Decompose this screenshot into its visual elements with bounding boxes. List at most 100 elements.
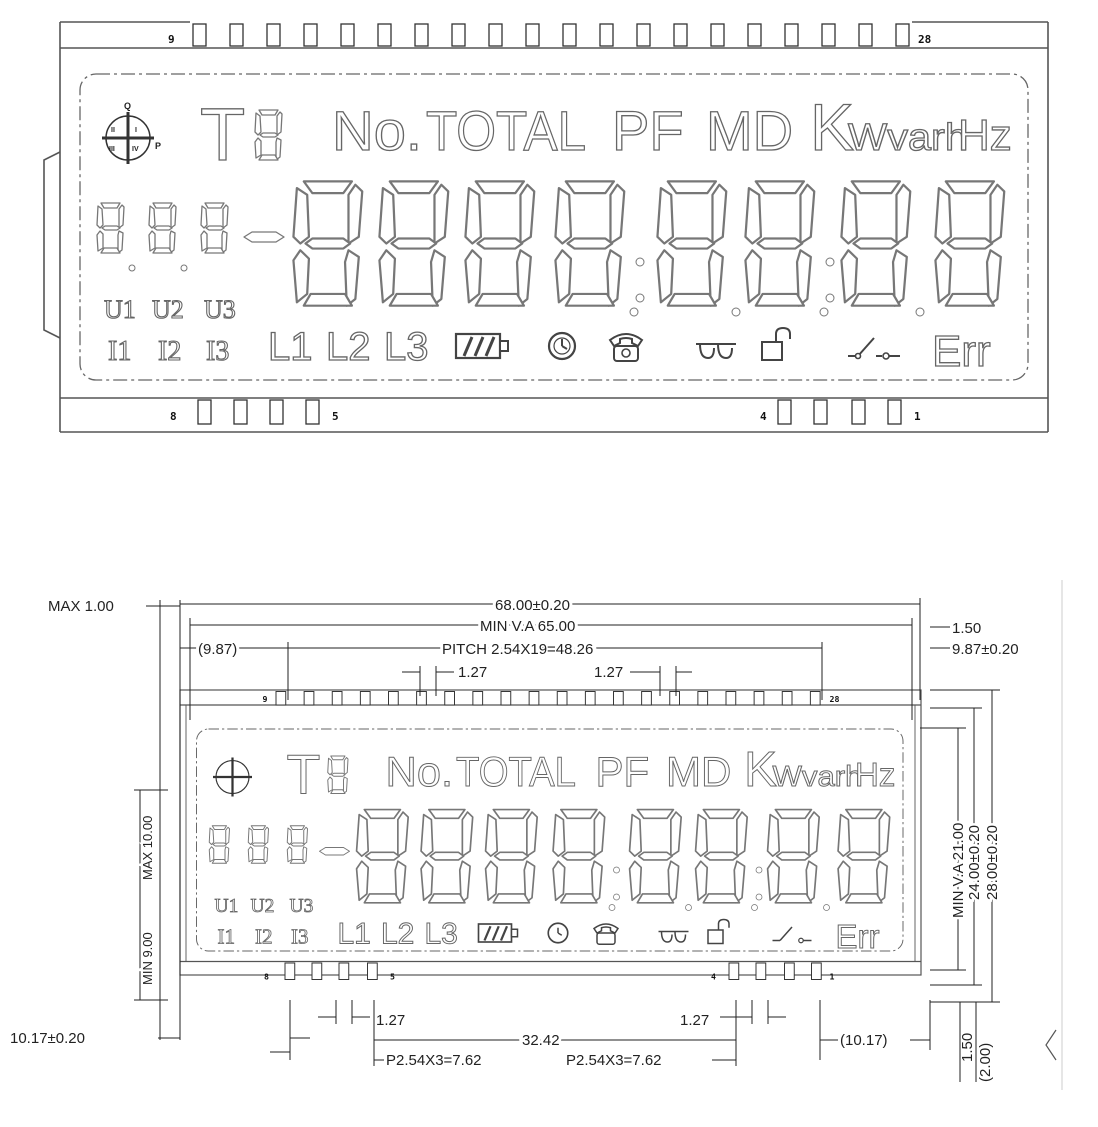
connector-pin bbox=[388, 691, 399, 706]
dim-pin-label-4: 4 bbox=[711, 972, 716, 982]
connector-pin bbox=[781, 691, 793, 706]
dim-max-thickness: MAX 1.00 bbox=[48, 598, 114, 615]
connector-pin bbox=[331, 691, 343, 706]
dim-pin-label-5: 5 bbox=[390, 972, 395, 982]
dim-no-label: No. bbox=[386, 748, 454, 795]
phone-icon bbox=[608, 333, 644, 362]
battery-icon bbox=[454, 332, 509, 360]
main-digit bbox=[934, 180, 1006, 307]
connector-pin bbox=[784, 23, 799, 47]
connector-pin bbox=[809, 691, 821, 706]
minus-segment bbox=[243, 231, 285, 243]
connector-pin bbox=[747, 23, 762, 47]
dim-left-offset: (9.87) bbox=[198, 641, 237, 658]
dim-tariff-digit bbox=[327, 755, 349, 794]
pin-label-1: 1 bbox=[914, 410, 921, 423]
dim-relay-switch-icon bbox=[772, 926, 812, 944]
pin-label-4: 4 bbox=[760, 410, 767, 423]
dim-left-height-max: MAX 10.00 bbox=[140, 816, 155, 880]
dim-i2-label: I2 bbox=[255, 925, 273, 949]
dim-bottom-group-left: P2.54X3=7.62 bbox=[386, 1052, 482, 1069]
quadrant-ii-label: II bbox=[111, 127, 115, 134]
dim-u1-label: U1 bbox=[215, 896, 239, 917]
pin-label-8: 8 bbox=[170, 410, 177, 423]
u1-label: U1 bbox=[104, 295, 136, 324]
connector-pin bbox=[305, 399, 320, 425]
i2-label: I2 bbox=[158, 336, 181, 367]
connector-pin bbox=[451, 23, 466, 47]
dim-bottom-span: 32.42 bbox=[522, 1032, 560, 1049]
quadrant-iii-label: III bbox=[109, 146, 115, 153]
decimal-dot bbox=[685, 904, 692, 911]
main-digit bbox=[464, 180, 536, 307]
dim-bottom-pitch-right: 1.27 bbox=[680, 1012, 709, 1029]
connector-pin bbox=[414, 23, 429, 47]
dim-pf-label: PF bbox=[596, 748, 650, 795]
dim-right-b: 9.87±0.20 bbox=[952, 641, 1019, 658]
dim-l3-label: L3 bbox=[425, 918, 458, 951]
unlock-icon bbox=[761, 326, 791, 361]
dim-total-label: TOTAL bbox=[456, 748, 576, 795]
decimal-dot bbox=[819, 307, 829, 317]
dim-battery-icon bbox=[477, 923, 519, 943]
connector-pin bbox=[338, 962, 350, 980]
colon-dot bbox=[613, 866, 620, 874]
dim-height-28: 28.00±0.20 bbox=[984, 825, 1001, 900]
bottom-pin-row: 8 5 4 1 bbox=[170, 399, 921, 425]
main-digit bbox=[744, 180, 816, 307]
connector-pin bbox=[303, 23, 318, 47]
dim-l1-label: L1 bbox=[338, 918, 371, 951]
u2-label: U2 bbox=[152, 295, 184, 324]
dim-small-digit bbox=[286, 825, 308, 864]
connector-pin bbox=[673, 23, 688, 47]
connector-pin bbox=[444, 691, 455, 706]
quadrant-p-label: P bbox=[155, 141, 161, 151]
quadrant-q-label: Q bbox=[124, 101, 131, 111]
connector-pin bbox=[728, 962, 740, 980]
lcd-top-view: 9 28 8 5 4 1 Q P I II III IV T No. bbox=[43, 21, 1049, 433]
colon-dot bbox=[825, 293, 835, 303]
hz-label: Hz bbox=[958, 111, 1012, 160]
dim-bottom-right-offset: (10.17) bbox=[840, 1032, 888, 1049]
dim-small-digit bbox=[247, 825, 269, 864]
quadrant-iv-label: IV bbox=[132, 146, 139, 153]
connector-pin bbox=[858, 23, 873, 47]
dim-quadrant-icon bbox=[213, 757, 252, 797]
dim-min-va-width: MIN V.A 65.00 bbox=[480, 618, 575, 635]
dim-va-height: MIN V.A 21.00 bbox=[950, 823, 967, 918]
main-digit bbox=[837, 808, 891, 904]
connector-pin bbox=[669, 691, 680, 706]
connector-pin bbox=[562, 23, 577, 47]
dim-wvarh-label: Wvarh bbox=[773, 761, 863, 793]
err-label: Err bbox=[932, 327, 991, 376]
dim-clock-icon bbox=[547, 922, 569, 944]
dim-k-label: K bbox=[744, 742, 777, 797]
connector-pin bbox=[284, 962, 296, 980]
relay-switch-icon bbox=[848, 337, 900, 360]
connector-pin bbox=[784, 962, 795, 980]
main-digit bbox=[552, 808, 606, 904]
small-digit bbox=[148, 202, 177, 254]
tariff-digit bbox=[254, 109, 283, 161]
connector-pin bbox=[269, 399, 284, 425]
main-digit bbox=[292, 180, 364, 307]
dim-right-a: 1.50 bbox=[952, 620, 981, 637]
dim-u2-label: U2 bbox=[251, 896, 275, 917]
dim-pitch: PITCH 2.54X19=48.26 bbox=[442, 641, 593, 658]
connector-pin bbox=[340, 23, 355, 47]
pf-label: PF bbox=[612, 99, 684, 162]
tariff-t-label: T bbox=[200, 93, 245, 176]
connector-pin bbox=[777, 399, 792, 425]
i1-label: I1 bbox=[108, 336, 131, 367]
connector-pin bbox=[556, 691, 568, 706]
main-digit bbox=[628, 808, 683, 904]
main-digit bbox=[484, 808, 539, 904]
connector-pin bbox=[613, 691, 624, 706]
dim-bottom-group-right: P2.54X3=7.62 bbox=[566, 1052, 662, 1069]
u3-label: U3 bbox=[204, 295, 236, 324]
dim-tariff-t-label: T bbox=[287, 744, 321, 806]
dim-pin-label-28: 28 bbox=[830, 694, 840, 704]
small-digit-group bbox=[96, 202, 229, 272]
connector-pin bbox=[472, 691, 484, 706]
